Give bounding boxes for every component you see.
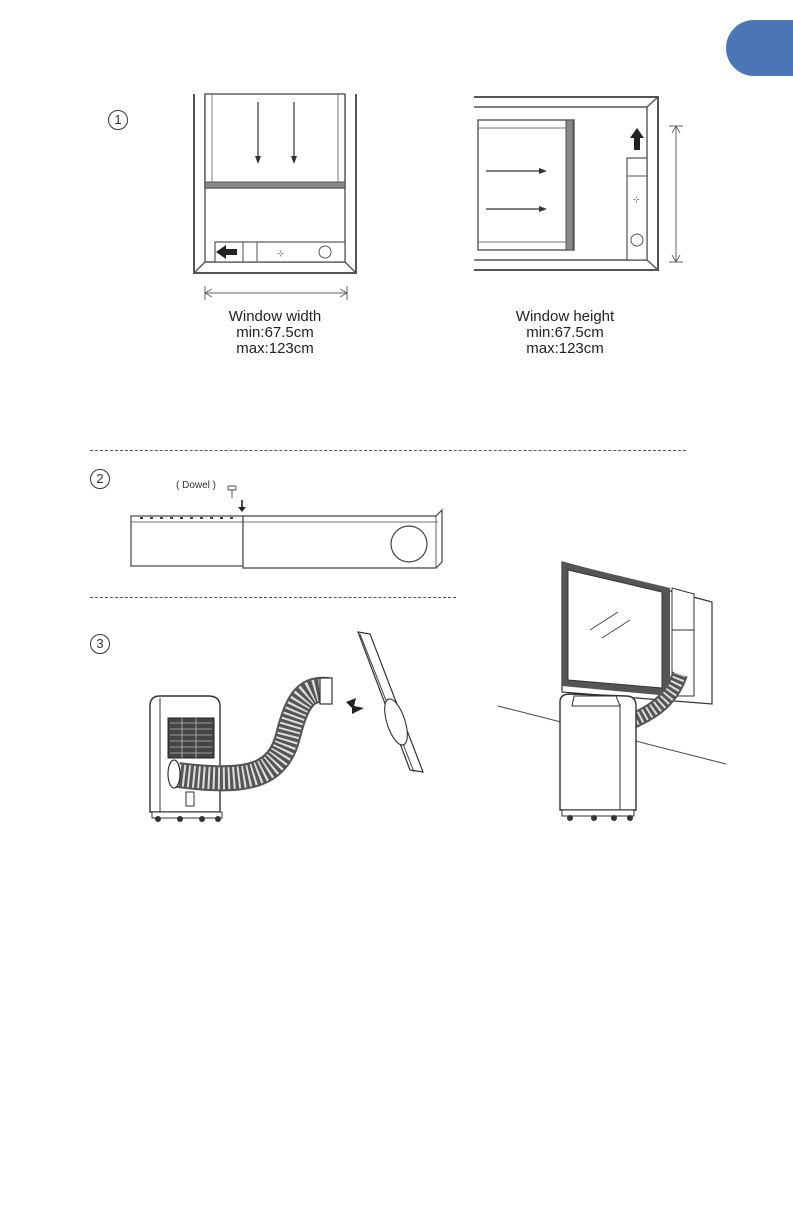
window-width-label: Window width: [190, 309, 360, 325]
window-frame: [562, 562, 712, 704]
window-width-min: min:67.5cm: [190, 325, 360, 341]
height-dimension-line: [669, 126, 683, 262]
screw-icon: [228, 486, 236, 498]
section-divider-1: [90, 450, 686, 451]
window-kit-assembly-diagram: [128, 482, 458, 572]
portable-ac-unit: [150, 696, 222, 822]
window-height-max: max:123cm: [480, 341, 650, 357]
installed-unit-diagram: [490, 554, 730, 824]
section-divider-2: [90, 597, 456, 598]
window-height-diagram: ⊹: [470, 90, 690, 275]
step-number-1: 1: [108, 110, 128, 130]
window-width-max: max:123cm: [190, 341, 360, 357]
window-width-diagram: ⊹: [185, 90, 365, 305]
window-slider-panel: [358, 632, 423, 772]
window-height-caption: Window height min:67.5cm max:123cm: [480, 309, 650, 357]
portable-ac-unit: [560, 694, 636, 821]
arrow-down-icon: [238, 500, 246, 512]
svg-text:⊹: ⊹: [633, 195, 640, 204]
step-number-2: 2: [90, 469, 110, 489]
svg-text:⊹: ⊹: [277, 249, 284, 258]
window-height-min: min:67.5cm: [480, 325, 650, 341]
chapter-tab: [726, 20, 793, 76]
window-height-label: Window height: [480, 309, 650, 325]
unit-hose-connection-diagram: [138, 626, 438, 826]
arrow-up-icon: [630, 128, 644, 150]
arrow-right-icon: [346, 698, 364, 714]
step-number-3: 3: [90, 634, 110, 654]
window-width-caption: Window width min:67.5cm max:123cm: [190, 309, 360, 357]
width-dimension-line: [205, 286, 347, 300]
